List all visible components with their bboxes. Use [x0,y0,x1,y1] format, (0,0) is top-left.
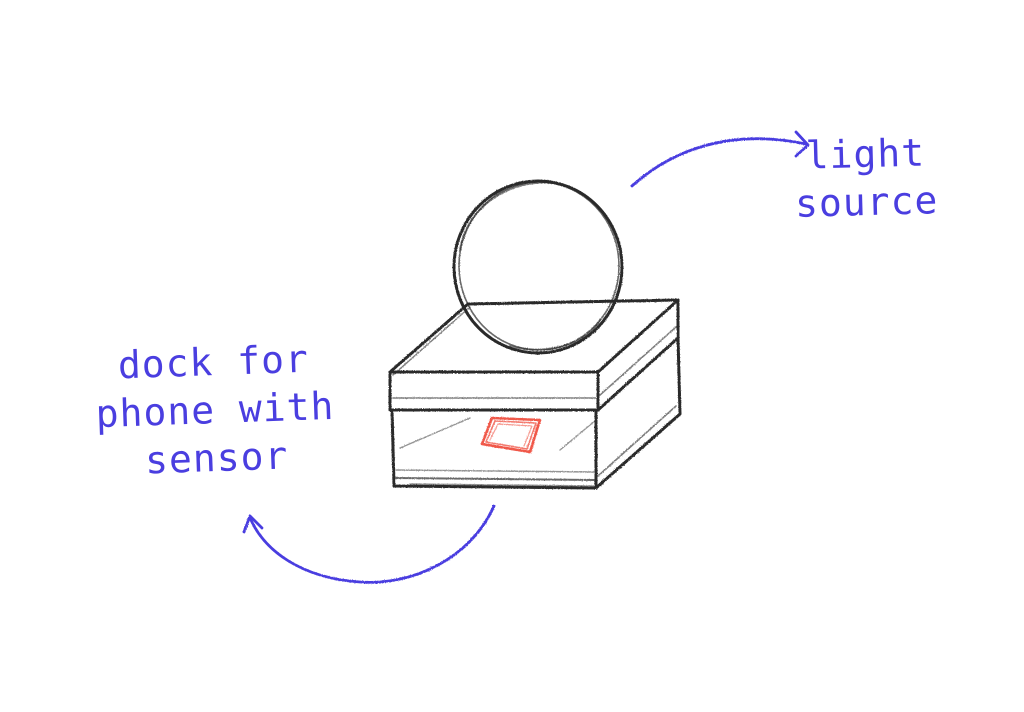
light-globe-icon [452,179,624,355]
dock-box-icon [388,298,682,490]
dock-label: dock for phone with sensor [94,336,336,483]
light-source-label: light source [794,130,939,226]
dock-arrow [242,504,496,584]
light-source-arrow [630,130,810,188]
phone-icon [480,416,542,454]
